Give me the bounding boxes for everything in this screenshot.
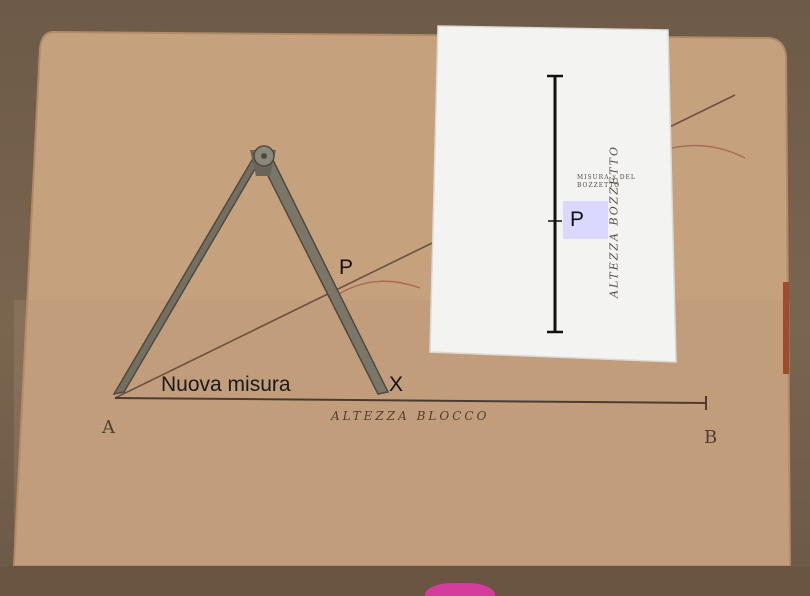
handwritten-altezza-blocco: ALTEZZA BLOCCO <box>331 409 490 423</box>
pencil <box>783 282 789 374</box>
handwritten-misura-bozzetto: MISURA x DEL BOZZETTO <box>577 174 636 189</box>
handwritten-point-b: B <box>704 427 718 448</box>
paper-point-label: P <box>570 208 585 231</box>
handwritten-altezza-bozzetto: ALTEZZA BOZZETTO <box>607 145 621 298</box>
paper-point-highlight <box>563 201 608 239</box>
table-surface <box>0 566 810 596</box>
paper-sheet <box>429 25 677 363</box>
baseline-ab <box>114 397 707 404</box>
compass-point-label: P <box>339 256 354 279</box>
handwritten-point-a: A <box>102 417 115 438</box>
new-measure-label: Nuova misura <box>161 373 291 396</box>
compass-tip-label: X <box>389 373 404 396</box>
pink-object <box>425 583 495 596</box>
compass-divider <box>112 145 390 396</box>
arc-upper-right <box>671 144 746 159</box>
